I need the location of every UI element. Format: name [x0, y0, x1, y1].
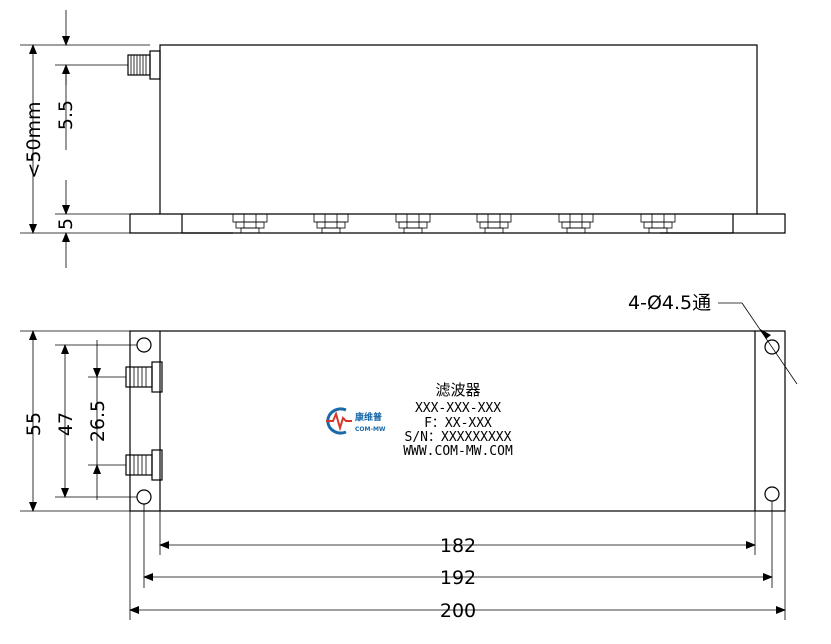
bottom-connector	[395, 213, 431, 234]
inner-length-label: 182	[440, 535, 476, 557]
top-view: <50mm 5.5 5	[20, 10, 786, 268]
bottom-connector	[640, 213, 676, 234]
mounting-hole-top-right	[764, 339, 780, 355]
company-logo: 康维普 COM-MW	[326, 407, 386, 435]
mounting-hole-bottom-left	[136, 489, 152, 505]
product-website: WWW.COM-MW.COM	[403, 444, 513, 459]
mounting-hole-bottom-right	[764, 486, 780, 502]
offset-dimension-label: 5.5	[55, 100, 77, 130]
port-dimension-label: 26.5	[87, 400, 109, 442]
bottom-connector	[313, 213, 349, 234]
mounting-hole-top-left	[136, 337, 152, 353]
height-dimension-label: <50mm	[23, 101, 45, 178]
sma-connector-front-lower	[125, 449, 163, 481]
width-dimension-label: 55	[23, 412, 45, 436]
hole-note: 4-Ø4.5通	[628, 292, 711, 314]
front-view: 康维普 COM-MW 滤波器 XXX-XXX-XXX F：XX-XXX S/N：…	[20, 292, 798, 622]
hole-length-label: 192	[440, 567, 476, 589]
sma-connector-side	[127, 50, 161, 80]
bottom-connector	[232, 213, 268, 234]
bottom-connector	[476, 213, 512, 234]
span-dimension-label: 47	[55, 412, 77, 436]
bottom-connector	[558, 213, 594, 234]
total-length-label: 200	[440, 600, 476, 622]
svg-text:康维普: 康维普	[355, 411, 382, 423]
product-name: 滤波器	[435, 381, 480, 399]
product-model: XXX-XXX-XXX	[415, 401, 501, 416]
base-dimension-label: 5	[55, 218, 77, 230]
top-view-body	[159, 44, 758, 215]
product-serial: S/N：XXXXXXXXX	[405, 430, 512, 445]
svg-text:COM-MW: COM-MW	[355, 426, 386, 433]
sma-connector-front-upper	[125, 361, 163, 393]
product-frequency: F：XX-XXX	[424, 416, 492, 431]
top-view-base-flange	[129, 213, 786, 234]
bottom-connector-row	[232, 213, 676, 234]
front-view-outline	[129, 330, 786, 512]
